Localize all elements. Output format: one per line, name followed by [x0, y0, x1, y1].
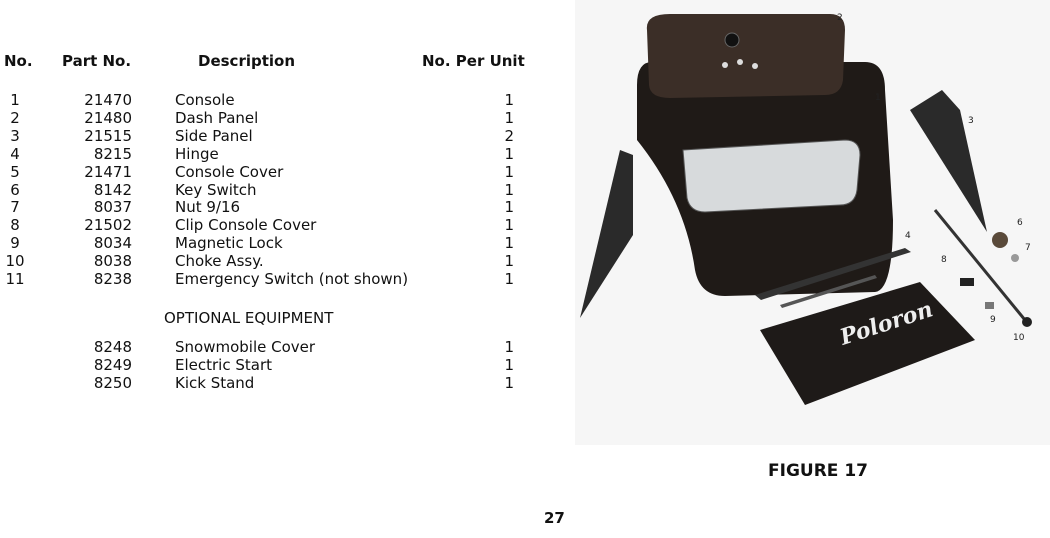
part-part-no: 8215: [93, 144, 132, 163]
part-part-no: 21471: [84, 162, 132, 181]
part-part-no: 21480: [84, 108, 132, 127]
part-description: Key Switch: [175, 180, 257, 199]
figure-17-illustration: Poloron 1 2 3 4 6 7 8 9 10: [575, 0, 1050, 445]
part-qty: 2: [504, 126, 514, 145]
optional-qty: 1: [504, 374, 514, 392]
optional-description: Kick Stand: [175, 374, 255, 392]
part-qty: 1: [504, 144, 514, 163]
figure-caption: FIGURE 17: [768, 461, 868, 481]
part-description: Console: [175, 91, 235, 109]
part-description: Nut 9/16: [175, 198, 241, 217]
part-no: 2: [10, 108, 20, 127]
part-qty: 1: [504, 108, 514, 127]
part-qty: 1: [504, 270, 514, 288]
dash-panel: [646, 14, 845, 98]
part-description: Choke Assy.: [175, 252, 264, 271]
optional-description: Snowmobile Cover: [175, 338, 316, 356]
header-per-unit: No. Per Unit: [422, 52, 525, 70]
part-description: Emergency Switch (not shown): [175, 270, 409, 288]
header-no: No.: [4, 52, 33, 70]
part-qty: 1: [504, 234, 514, 253]
part-description: Clip Console Cover: [175, 216, 317, 235]
optional-qty: 1: [504, 338, 514, 356]
part-no: 3: [10, 126, 20, 145]
callout-2: 2: [837, 13, 843, 23]
callout-7: 7: [1025, 243, 1031, 253]
callout-6: 6: [1017, 218, 1023, 228]
part-no: 11: [5, 270, 25, 288]
part-part-no: 8034: [93, 234, 132, 253]
part-part-no: 21502: [84, 216, 132, 235]
optional-qty: 1: [504, 356, 514, 374]
part-description: Dash Panel: [175, 108, 259, 127]
side-panel-left: [580, 150, 633, 318]
part-qty: 1: [504, 216, 514, 235]
part-qty: 1: [504, 180, 514, 199]
part-part-no: 8238: [93, 270, 132, 288]
callout-8: 8: [941, 255, 947, 265]
optional-description: Electric Start: [175, 356, 272, 374]
part-no: 8: [10, 216, 20, 235]
console-cover: [760, 282, 975, 405]
optional-part-no: 8248: [93, 338, 132, 356]
part-no: 6: [10, 180, 20, 199]
part-no: 5: [10, 162, 20, 181]
page-number: 27: [544, 509, 565, 527]
callout-9: 9: [990, 315, 996, 325]
part-part-no: 21515: [84, 126, 132, 145]
hinge: [755, 248, 911, 300]
part-no: 1: [10, 91, 20, 109]
part-no: 9: [10, 234, 20, 253]
part-description: Side Panel: [175, 126, 253, 145]
part-part-no: 8142: [93, 180, 132, 199]
header-part-no: Part No.: [62, 52, 132, 70]
part-description: Magnetic Lock: [175, 234, 283, 253]
part-part-no: 8038: [93, 252, 132, 271]
callout-4: 4: [905, 231, 911, 241]
part-part-no: 8037: [93, 198, 132, 217]
optional-part-no: 8249: [93, 356, 132, 374]
part-no: 7: [10, 198, 20, 217]
part-qty: 1: [504, 198, 514, 217]
part-no: 4: [10, 144, 20, 163]
part-qty: 1: [504, 91, 514, 109]
part-qty: 1: [504, 162, 514, 181]
side-panel-right: [910, 90, 987, 232]
header-description: Description: [198, 52, 296, 70]
part-no: 10: [5, 252, 25, 271]
callout-1: 1: [875, 93, 881, 103]
part-description: Console Cover: [175, 162, 284, 181]
optional-part-no: 8250: [93, 374, 132, 392]
callout-10: 10: [1013, 333, 1025, 343]
optional-heading: OPTIONAL EQUIPMENT: [164, 309, 334, 327]
callout-3: 3: [968, 116, 974, 126]
part-qty: 1: [504, 252, 514, 271]
part-description: Hinge: [175, 144, 219, 163]
part-part-no: 21470: [84, 91, 132, 109]
